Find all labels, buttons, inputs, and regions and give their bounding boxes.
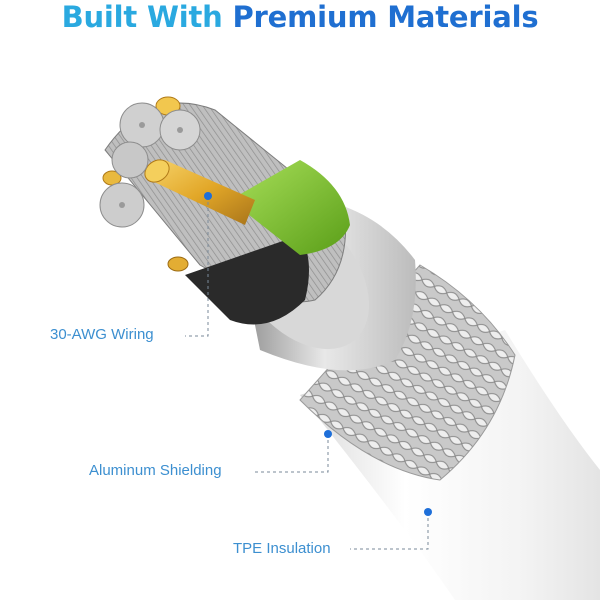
copper-conductor: [150, 160, 255, 225]
callout-dot-wiring: [204, 192, 212, 200]
callout-shielding-label: Aluminum Shielding: [89, 462, 222, 479]
leader-shielding: [252, 434, 329, 473]
page-title: Built With Premium Materials: [0, 0, 600, 34]
black-core: [185, 235, 309, 325]
green-core: [230, 160, 350, 255]
callout-wiring-label: 30-AWG Wiring: [50, 326, 154, 343]
title-part-2: Premium Materials: [232, 0, 539, 34]
leader-insulation: [350, 512, 429, 550]
copper-tip-3: [167, 256, 189, 272]
title-part-1: Built With: [61, 0, 233, 34]
callout-dot-shielding: [324, 430, 332, 438]
strand-bundle-3: [111, 141, 149, 179]
stranded-bundles: [99, 102, 201, 228]
callout-dot-insulation: [424, 508, 432, 516]
leader-wiring: [185, 196, 209, 337]
copper-conductor-end: [144, 159, 170, 183]
callout-leaders: [185, 196, 429, 550]
callout-insulation-label: TPE Insulation: [233, 540, 331, 557]
aluminum-braid-shield: [299, 264, 516, 481]
